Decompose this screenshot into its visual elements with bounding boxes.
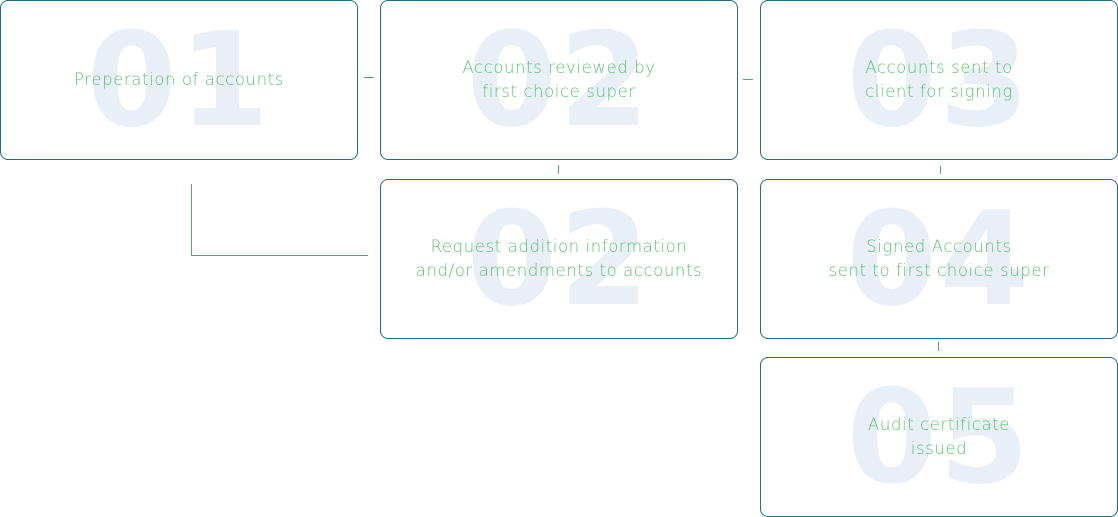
step-number-02-review: 02 <box>466 4 652 156</box>
step-box-04: 04 Signed Accounts sent to first choice … <box>760 179 1118 339</box>
connector-02-to-02-request <box>558 165 559 174</box>
step-box-02-request: 02 Request addition information and/or a… <box>380 179 738 339</box>
step-label-02-review: Accounts reviewed by first choice super <box>462 58 656 101</box>
connector-02-to-03 <box>743 79 753 80</box>
step-label-03: Accounts sent to client for signing <box>865 58 1013 101</box>
step-box-03: 03 Accounts sent to client for signing <box>760 0 1118 160</box>
step-number-04: 04 <box>846 183 1032 335</box>
step-label-02-request: Request addition information and/or amen… <box>415 237 703 280</box>
step-number-01: 01 <box>86 4 272 156</box>
step-label-01: Preperation of accounts <box>74 70 284 89</box>
step-box-05: 05 Audit certificate issued <box>760 357 1118 517</box>
step-label-04: Signed Accounts sent to first choice sup… <box>828 237 1050 280</box>
step-box-01: 01 Preperation of accounts <box>0 0 358 160</box>
step-number-03: 03 <box>846 4 1032 156</box>
connector-03-to-04 <box>940 166 941 174</box>
step-number-02-request: 02 <box>466 183 652 335</box>
connector-01-to-02 <box>364 77 374 78</box>
connector-04-to-05 <box>938 342 939 351</box>
step-box-02-review: 02 Accounts reviewed by first choice sup… <box>380 0 738 160</box>
connector-request-return-horizontal <box>191 255 368 256</box>
connector-request-return-vertical <box>191 184 192 255</box>
step-label-05: Audit certificate issued <box>868 415 1010 458</box>
step-number-05: 05 <box>846 361 1032 513</box>
